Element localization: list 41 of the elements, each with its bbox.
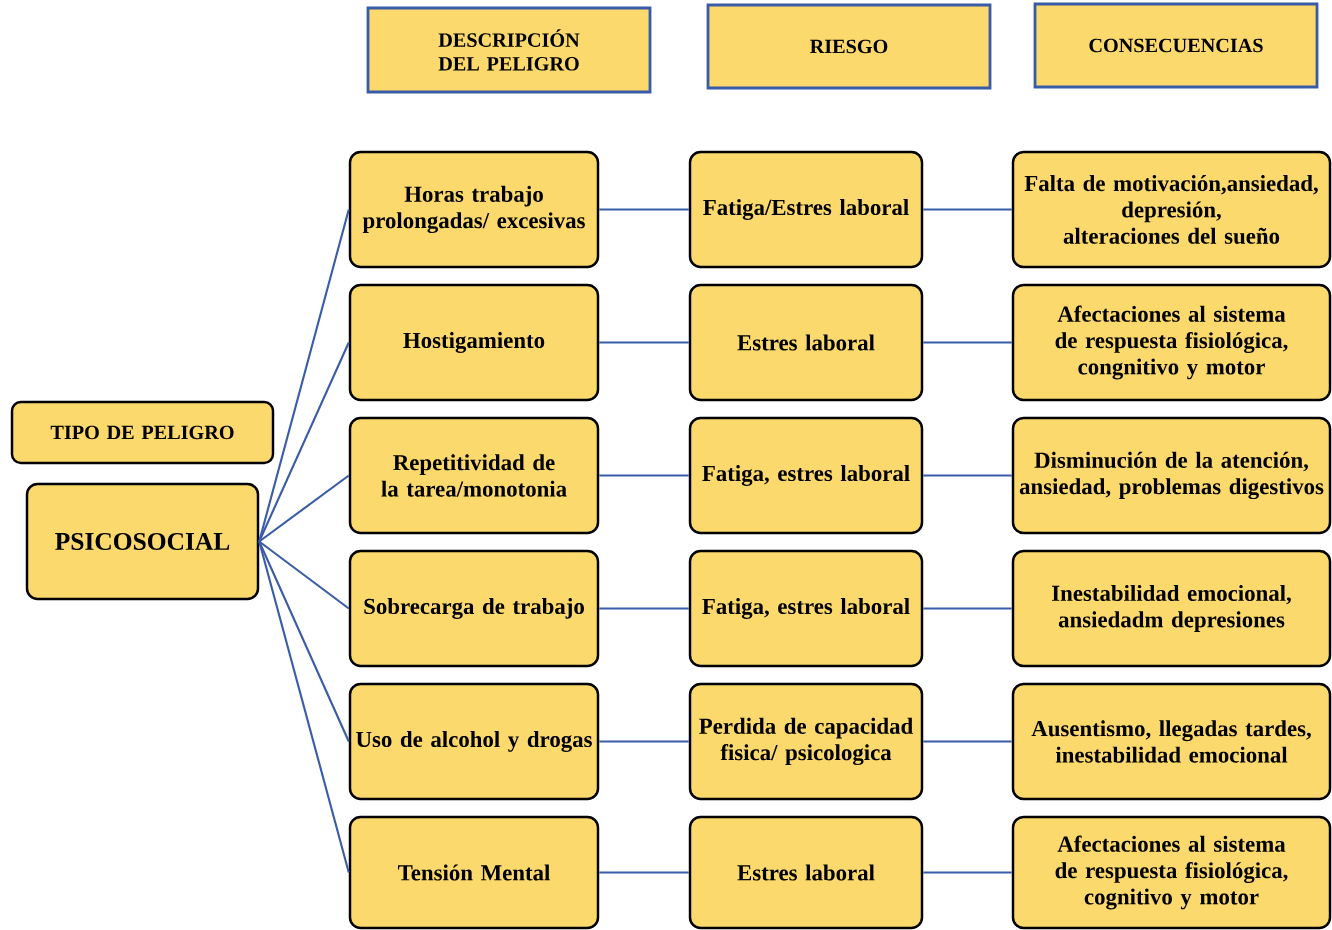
category-box: PSICOSOCIAL	[25, 482, 260, 601]
consequence-box: Ausentismo, llegadas tardes, inestabilidad emocional	[1011, 682, 1332, 801]
connector-line	[258, 541, 350, 873]
connector-line	[258, 541, 350, 742]
hazard-box: Hostigamiento	[348, 283, 600, 402]
consequence-box: Afectaciones al sistema de respuesta fisiológica, cognitivo y motor	[1011, 815, 1332, 930]
connector-line	[599, 341, 689, 344]
connector-line	[923, 871, 1012, 874]
header-box: RIESGO	[706, 3, 992, 90]
hazard-box: Repetitividad de la tarea/monotonia	[348, 416, 600, 535]
consequence-box: Afectaciones al sistema de respuesta fisiológica, congnitivo y motor	[1011, 283, 1332, 402]
connector-line	[599, 740, 689, 743]
hazard-box: Uso de alcohol y drogas	[348, 682, 600, 801]
risk-box: Estres laboral	[688, 815, 924, 930]
hazard-box: Sobrecarga de trabajo	[348, 549, 600, 668]
connector-line	[599, 607, 689, 610]
hazard-box: Tensión Mental	[348, 815, 600, 930]
connector-line	[923, 607, 1012, 610]
connector-line	[258, 474, 350, 543]
connector-line	[258, 540, 350, 610]
risk-box: Fatiga, estres laboral	[688, 549, 924, 668]
connector-line	[923, 341, 1012, 344]
risk-box: Perdida de capacidad fisica/ psicologica	[688, 682, 924, 801]
risk-box: Estres laboral	[688, 283, 924, 402]
connector-line	[258, 342, 350, 542]
connector-line	[258, 209, 350, 542]
consequence-box: Falta de motivación,ansiedad, depresión, alteraciones del sueño	[1011, 150, 1332, 269]
connector-line	[923, 474, 1012, 477]
connector-line	[923, 740, 1012, 743]
header-box: DESCRIPCIÓN DEL PELIGRO	[366, 6, 652, 94]
connector-line	[599, 208, 689, 211]
header-box: CONSECUENCIAS	[1033, 2, 1319, 89]
label-box: TIPO DE PELIGRO	[10, 400, 275, 465]
hazard-box: Horas trabajo prolongadas/ excesivas	[348, 150, 600, 269]
risk-box: Fatiga/Estres laboral	[688, 150, 924, 269]
connector-line	[599, 871, 689, 874]
consequence-box: Disminución de la atención, ansiedad, problemas digestivos	[1011, 416, 1332, 535]
connector-line	[923, 208, 1012, 211]
consequence-box: Inestabilidad emocional, ansiedadm depresiones	[1011, 549, 1332, 668]
risk-box: Fatiga, estres laboral	[688, 416, 924, 535]
connector-line	[599, 474, 689, 477]
